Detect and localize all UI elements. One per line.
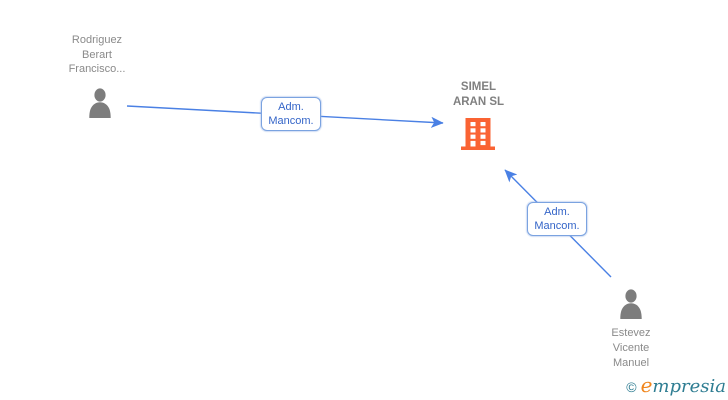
person-name-line: Berart: [82, 48, 112, 61]
person-name-line: Rodriguez: [71, 34, 123, 46]
edge-label-adm-mancom-2[interactable]: Adm. Mancom.: [527, 202, 587, 236]
empresia-logo: © empresia: [626, 373, 726, 397]
company-name-line: SIMEL: [460, 81, 497, 93]
edge-label-line: Adm.: [544, 206, 570, 218]
person-icon: [620, 289, 642, 319]
person-name-line: Vicente: [612, 342, 650, 354]
edge-label-line: Mancom.: [268, 115, 314, 127]
edge-label-adm-mancom-1[interactable]: Adm. Mancom.: [261, 97, 321, 131]
brand-initial: e: [640, 373, 653, 397]
brand-text: empresia: [641, 373, 726, 397]
person-name-label: Rodriguez Berart Francisco...: [37, 33, 157, 77]
person-name-line: Manuel: [612, 357, 650, 369]
person-icon: [89, 88, 111, 118]
person-name-line: Francisco...: [68, 63, 126, 75]
building-icon: [461, 118, 495, 150]
copyright-icon: ©: [626, 379, 637, 395]
person-name-label: Estevez Vicente Manuel: [581, 326, 681, 371]
edge-label-line: Adm.: [278, 101, 304, 113]
company-name-line: ARAN SL: [452, 96, 505, 108]
person-name-line: Estevez: [611, 327, 651, 339]
company-name-label: SIMEL ARAN SL: [428, 80, 529, 110]
edge-label-line: Mancom.: [534, 220, 580, 232]
brand-rest: mpresia: [652, 376, 726, 397]
